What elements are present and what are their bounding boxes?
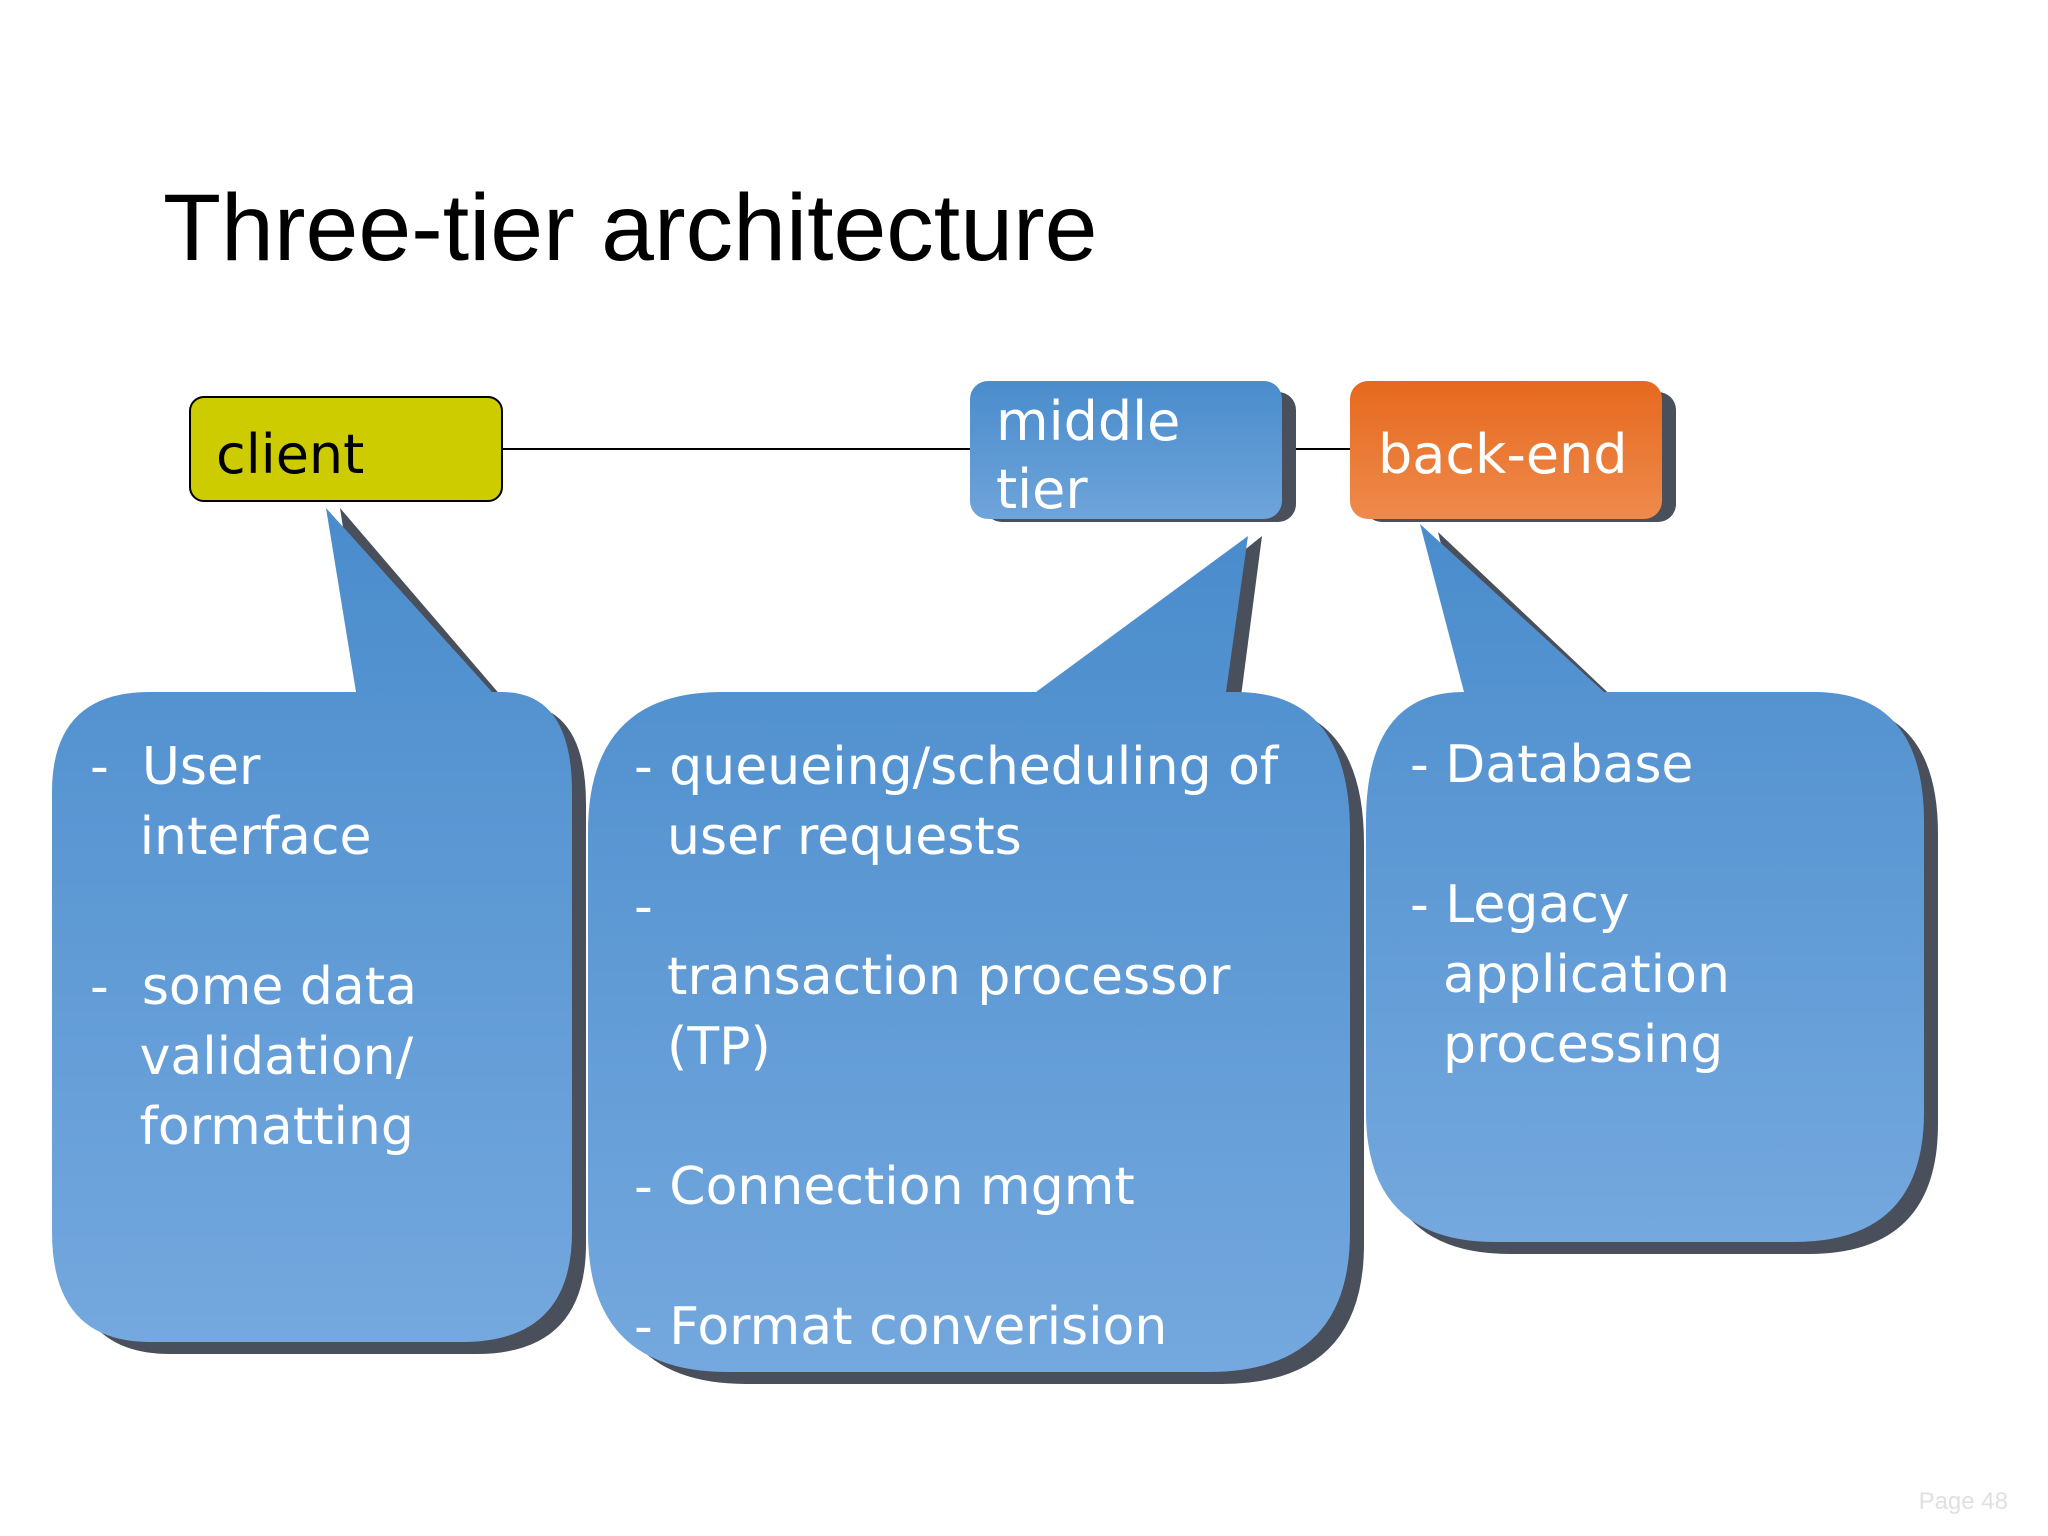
backend-callout-line: - Database	[1410, 735, 1693, 795]
backend-callout-line: - Legacy	[1410, 875, 1630, 935]
middle-tier-node: middle tier	[970, 381, 1296, 522]
middle-callout-line: transaction processor	[634, 947, 1231, 1007]
client-callout-line: interface	[90, 807, 372, 867]
middle-callout-line: user requests	[634, 807, 1022, 867]
middle-callout-line: - Format converision	[634, 1297, 1167, 1357]
page-number: Page 48	[1918, 1488, 2008, 1515]
client-node: client	[189, 396, 503, 502]
middle-callout-line: - Connection mgmt	[634, 1157, 1135, 1217]
backend-callout-line: processing	[1410, 1015, 1723, 1075]
back-end-callout: - Database - Legacy application processi…	[1366, 524, 1938, 1254]
client-callout-line: validation/	[90, 1027, 414, 1087]
client-label: client	[216, 423, 364, 486]
middle-tier-label-line2: tier	[996, 458, 1088, 521]
back-end-node: back-end	[1350, 381, 1676, 522]
middle-callout-line: (TP)	[634, 1017, 771, 1077]
middle-callout-line: - queueing/scheduling of	[634, 737, 1280, 797]
middle-tier-label-line1: middle	[996, 390, 1180, 453]
backend-callout-line: application	[1410, 945, 1730, 1005]
slide-title: Three-tier architecture	[163, 175, 1098, 281]
client-callout-line: - some data	[90, 957, 417, 1017]
client-callout: - User interface - some data validation/…	[52, 508, 586, 1354]
client-callout-line: formatting	[90, 1097, 414, 1157]
middle-callout-line: -	[634, 877, 653, 937]
back-end-label: back-end	[1378, 423, 1628, 486]
client-callout-line: - User	[90, 737, 261, 797]
middle-tier-callout: - queueing/scheduling of user requests -…	[588, 536, 1364, 1384]
